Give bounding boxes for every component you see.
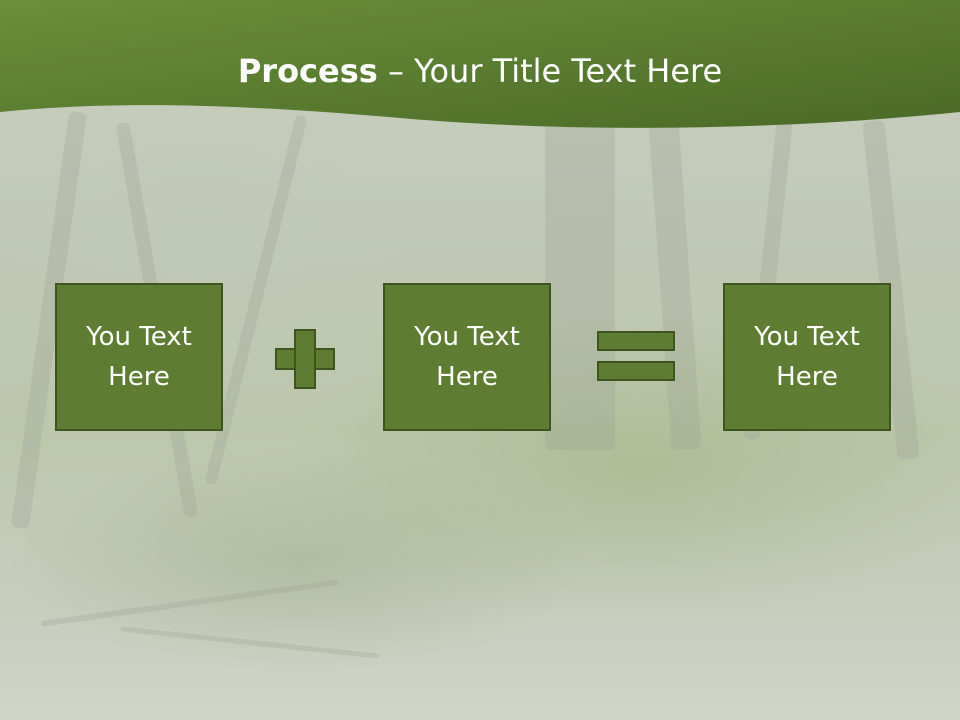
equals-icon bbox=[597, 331, 675, 383]
title-bold: Process bbox=[237, 52, 378, 90]
box-line-1: You Text bbox=[754, 322, 860, 352]
title-banner: Process – Your Title Text Here bbox=[0, 0, 960, 140]
box-line-1: You Text bbox=[86, 322, 192, 352]
box-line-2: Here bbox=[436, 362, 498, 392]
plus-icon bbox=[275, 329, 335, 389]
box-line-2: Here bbox=[108, 362, 170, 392]
banner-wave-shape bbox=[0, 0, 960, 128]
box-line-1: You Text bbox=[414, 322, 520, 352]
title-rest: – Your Title Text Here bbox=[377, 52, 723, 90]
slide-title: Process – Your Title Text Here bbox=[0, 52, 960, 90]
box-line-2: Here bbox=[776, 362, 838, 392]
